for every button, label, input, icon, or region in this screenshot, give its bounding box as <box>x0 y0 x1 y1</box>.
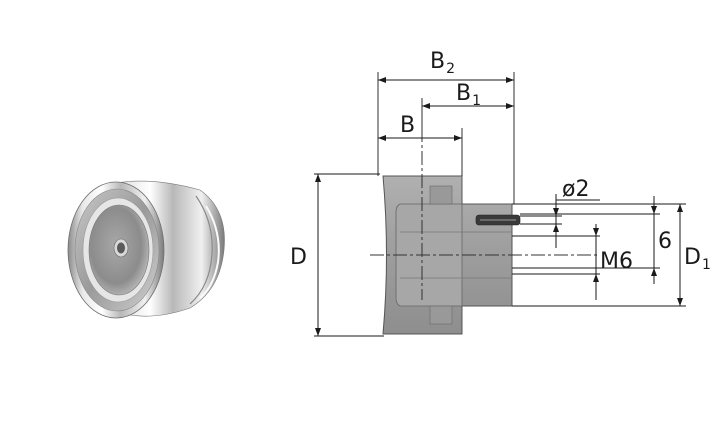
label-d: D <box>290 245 307 270</box>
roller-3d-render <box>67 180 225 319</box>
label-b: B <box>400 113 415 138</box>
label-b2: B2 <box>430 49 455 77</box>
label-d1: D1 <box>684 245 711 273</box>
extension-lines <box>314 72 686 337</box>
label-six: 6 <box>658 229 672 254</box>
label-diameter-2: ø2 <box>562 177 589 202</box>
label-thread-m6: M6 <box>600 249 633 274</box>
dimension-lines <box>315 77 683 336</box>
label-b1: B1 <box>456 81 481 109</box>
